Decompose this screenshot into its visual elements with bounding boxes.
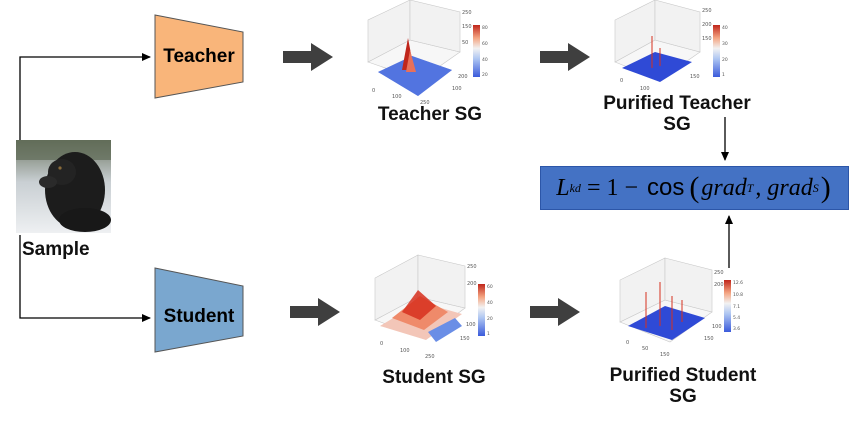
svg-text:50: 50 bbox=[462, 40, 468, 46]
purified-teacher-sg-plot: 0 100 150 200 150 250 40 30 20 1 bbox=[614, 0, 728, 92]
purified-teacher-sg-line1: Purified Teacher bbox=[603, 93, 751, 114]
formula-background bbox=[540, 166, 849, 210]
arrow-student-to-sg bbox=[290, 298, 340, 326]
svg-text:250: 250 bbox=[420, 100, 430, 106]
svg-text:0: 0 bbox=[620, 78, 623, 84]
svg-text:100: 100 bbox=[640, 86, 650, 92]
purified-student-sg-plot: 0 50 150 150 100 200 250 12.6 10.8 7.1 5.4 3.6 bbox=[619, 257, 743, 358]
svg-text:150: 150 bbox=[460, 336, 470, 342]
connector-lines bbox=[19, 53, 151, 322]
svg-text:0: 0 bbox=[380, 341, 383, 347]
svg-text:150: 150 bbox=[462, 24, 472, 30]
svg-text:150: 150 bbox=[704, 336, 714, 342]
student-label: Student bbox=[163, 306, 235, 327]
svg-text:60: 60 bbox=[482, 41, 488, 47]
svg-text:20: 20 bbox=[487, 316, 493, 322]
sample-label: Sample bbox=[22, 239, 90, 260]
formula-close-paren: ) bbox=[820, 171, 831, 204]
svg-text:60: 60 bbox=[487, 284, 493, 290]
student-sg-plot: 0 100 250 150 100 200 250 60 40 20 1 bbox=[374, 254, 493, 360]
svg-text:200: 200 bbox=[467, 281, 477, 287]
formula-arg2: grad bbox=[767, 174, 813, 201]
teacher-sg-plot: 0 100 250 100 200 150 50 250 80 60 40 20 bbox=[367, 0, 488, 106]
svg-text:150: 150 bbox=[702, 36, 712, 42]
arrow-teachersg-to-purified bbox=[540, 43, 590, 71]
formula-open-paren: ( bbox=[689, 171, 700, 204]
svg-text:250: 250 bbox=[462, 10, 472, 16]
svg-text:40: 40 bbox=[482, 57, 488, 63]
svg-text:7.1: 7.1 bbox=[733, 304, 740, 310]
teacher-label: Teacher bbox=[163, 46, 235, 67]
svg-text:0: 0 bbox=[626, 340, 629, 346]
svg-text:12.6: 12.6 bbox=[733, 280, 743, 286]
formula-arg2-sub: S bbox=[812, 180, 819, 195]
svg-text:200: 200 bbox=[714, 282, 724, 288]
svg-text:100: 100 bbox=[392, 94, 402, 100]
flow-arrows bbox=[283, 43, 590, 326]
svg-text:250: 250 bbox=[714, 270, 724, 276]
arrow-teacher-to-sg bbox=[283, 43, 333, 71]
formula-arg1-sub: T bbox=[746, 180, 754, 195]
svg-text:40: 40 bbox=[487, 300, 493, 306]
formula-lhs-sub: kd bbox=[569, 180, 581, 195]
student-sg-label: Student SG bbox=[382, 367, 486, 388]
svg-text:20: 20 bbox=[482, 72, 488, 78]
sample-image bbox=[16, 140, 111, 233]
purified-teacher-sg-label: Purified Teacher SG bbox=[582, 93, 772, 136]
formula-eq: = 1 − bbox=[586, 174, 639, 201]
arrow-studentsg-to-purified bbox=[530, 298, 580, 326]
svg-text:250: 250 bbox=[467, 264, 477, 270]
formula-arg1: grad bbox=[701, 174, 747, 201]
svg-text:50: 50 bbox=[642, 346, 648, 352]
formula-arrows bbox=[721, 117, 733, 268]
student-block bbox=[154, 267, 244, 353]
svg-text:100: 100 bbox=[400, 348, 410, 354]
svg-text:150: 150 bbox=[660, 352, 670, 358]
svg-text:200: 200 bbox=[458, 74, 468, 80]
formula-comma: , bbox=[755, 174, 762, 201]
formula-lhs: L bbox=[556, 174, 570, 201]
purified-student-sg-line2: SG bbox=[669, 386, 697, 408]
svg-text:40: 40 bbox=[722, 25, 728, 31]
svg-text:200: 200 bbox=[702, 22, 712, 28]
svg-text:100: 100 bbox=[712, 324, 722, 330]
purified-student-sg-label: Purified Student SG bbox=[588, 365, 778, 408]
svg-text:20: 20 bbox=[722, 57, 728, 63]
svg-text:3.6: 3.6 bbox=[733, 326, 740, 332]
svg-text:0: 0 bbox=[372, 88, 375, 94]
teacher-block bbox=[154, 14, 244, 99]
svg-text:80: 80 bbox=[482, 25, 488, 31]
svg-text:1: 1 bbox=[487, 331, 490, 337]
svg-text:100: 100 bbox=[466, 322, 476, 328]
svg-text:150: 150 bbox=[690, 74, 700, 80]
purified-student-sg-line1: Purified Student bbox=[609, 365, 757, 386]
svg-text:30: 30 bbox=[722, 41, 728, 47]
svg-text:5.4: 5.4 bbox=[733, 315, 740, 321]
formula-func: cos bbox=[647, 174, 685, 201]
svg-text:250: 250 bbox=[702, 8, 712, 14]
svg-text:100: 100 bbox=[452, 86, 462, 92]
purified-teacher-sg-line2: SG bbox=[663, 114, 691, 136]
svg-text:1: 1 bbox=[722, 72, 725, 78]
teacher-sg-label: Teacher SG bbox=[377, 104, 483, 125]
svg-text:10.8: 10.8 bbox=[733, 292, 743, 298]
svg-text:250: 250 bbox=[425, 354, 435, 360]
